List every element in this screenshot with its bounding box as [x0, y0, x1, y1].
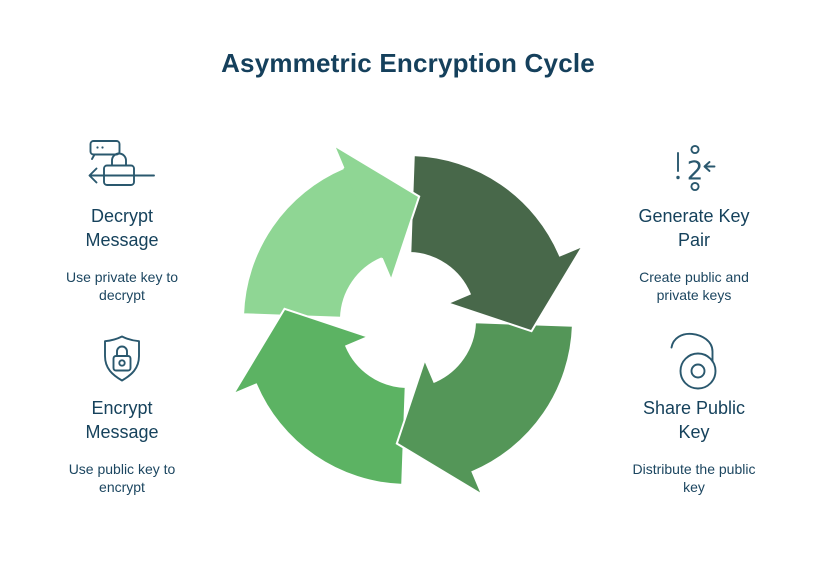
step-description: Use private key to decrypt [65, 269, 179, 303]
open-padlock-icon [609, 332, 779, 390]
cycle-svg [230, 142, 586, 498]
step-generate-key-pair: 2 Generate Key Pair Create public and pr… [609, 140, 779, 304]
key-bow-top-shape [690, 144, 700, 155]
cycle-segment-top-right [409, 154, 586, 333]
encryption-cycle-diagram [206, 118, 610, 522]
step-title: Decrypt Message [85, 206, 159, 250]
step-share-public-key: Share Public Key Distribute the public k… [609, 332, 779, 496]
padlock-body-shape [112, 355, 132, 372]
step-description: Distribute the public key [632, 461, 756, 495]
page-title: Asymmetric Encryption Cycle [221, 48, 595, 78]
left-arrow-shape [88, 167, 98, 184]
keyhole-shape [690, 363, 706, 379]
padlock-shackle-shape [116, 345, 128, 357]
step-title: Encrypt Message [85, 398, 159, 442]
cycle-segment-bottom-left [230, 307, 407, 486]
step-title: Generate Key Pair [638, 206, 750, 250]
digit-glyph: 2 [687, 157, 704, 187]
step-decrypt-message: Decrypt Message Use private key to decry… [37, 140, 207, 304]
left-arrow-shape [703, 161, 711, 172]
shield-shape [104, 335, 140, 382]
padlock-body-shape [679, 352, 717, 390]
shield-lock-icon [37, 332, 207, 386]
cycle-arrowhead-top-left-outline [331, 142, 421, 284]
message-bubble-shape [89, 140, 121, 156]
cycle-segment-bottom-right [395, 321, 574, 498]
exclamation-dot-shape [676, 175, 680, 180]
step-description: Create public and private keys [639, 269, 749, 303]
step-description: Use public key to encrypt [68, 461, 176, 495]
key-pair-icon: 2 [609, 140, 779, 194]
step-title: Share Public Key [642, 398, 746, 442]
padlock-shackle-shape [111, 152, 127, 167]
key-bow-bottom-shape [690, 181, 700, 192]
keyhole-shape [118, 359, 126, 367]
open-shackle-shape [670, 332, 714, 363]
step-encrypt-message: Encrypt Message Use public key to encryp… [37, 332, 207, 496]
cycle-arrowhead-top-left [333, 145, 420, 281]
unlock-message-icon [37, 140, 207, 194]
